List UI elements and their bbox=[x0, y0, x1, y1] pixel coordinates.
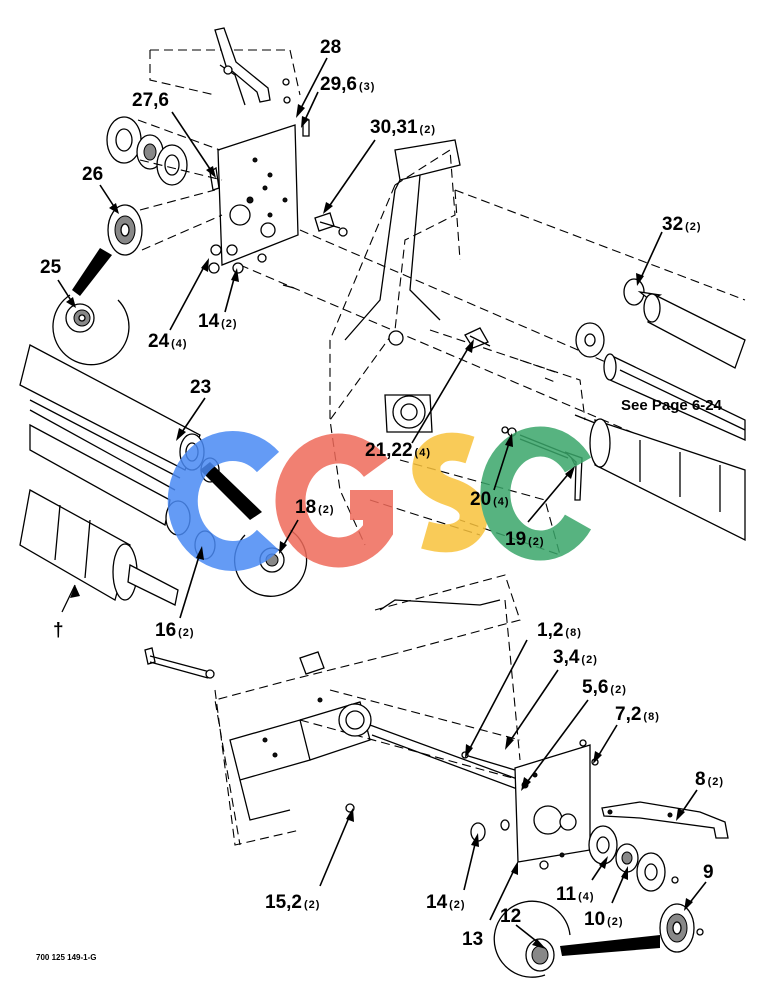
callout-19: 19(2) bbox=[505, 529, 545, 550]
document-id: 700 125 149-1-G bbox=[36, 953, 97, 962]
leader-lines bbox=[57, 57, 707, 949]
lower-mounting-plate bbox=[345, 739, 599, 870]
callout-7-2: 7,2(8) bbox=[615, 704, 660, 725]
crank-rod-left bbox=[144, 647, 325, 679]
lower-frame-outline bbox=[214, 574, 521, 846]
watermark-letter-g-red bbox=[275, 433, 393, 568]
callout-14-upper: 14(2) bbox=[198, 311, 238, 332]
bearing-stack-left bbox=[106, 116, 223, 186]
callout-32: 32(2) bbox=[662, 214, 702, 235]
callout-10: 10(2) bbox=[584, 909, 624, 930]
callout-26: 26 bbox=[82, 164, 103, 185]
cgsc-watermark bbox=[167, 426, 592, 571]
callout-labels: 28 29,6(3) 27,6 30,31(2) 26 32(2) 25 14(… bbox=[36, 37, 724, 962]
callout-28: 28 bbox=[320, 37, 341, 58]
callout-15-2: 15,2(2) bbox=[265, 892, 320, 913]
callout-23: 23 bbox=[190, 377, 211, 398]
lever-arm-8 bbox=[601, 801, 729, 839]
callout-9: 9 bbox=[703, 862, 714, 883]
callout-24: 24(4) bbox=[148, 331, 188, 352]
callout-20: 20(4) bbox=[470, 489, 510, 510]
callout-14-lower: 14(2) bbox=[426, 892, 466, 913]
lower-bearing-stack bbox=[470, 819, 679, 892]
watermark-letter-c-blue bbox=[167, 431, 280, 571]
callout-1-2: 1,2(8) bbox=[537, 620, 582, 641]
watermark-letter-c-green bbox=[480, 426, 592, 561]
detail-circle-25 bbox=[52, 248, 130, 366]
flange-bearing-9 bbox=[659, 903, 704, 953]
callout-13: 13 bbox=[462, 929, 483, 950]
callout-25: 25 bbox=[40, 257, 62, 278]
callout-18: 18(2) bbox=[295, 497, 335, 518]
detail-circle-12 bbox=[493, 900, 660, 978]
callout-16: 16(2) bbox=[155, 620, 195, 641]
callout-21-22: 21,22(4) bbox=[365, 440, 431, 461]
rod-19-and-hardware-20 bbox=[464, 327, 583, 501]
right-roller-assembly bbox=[519, 322, 746, 542]
callout-3-4: 3,4(2) bbox=[553, 647, 598, 668]
upper-mounting-plate bbox=[208, 119, 310, 289]
bushing-32 bbox=[623, 278, 746, 369]
callout-30-31: 30,31(2) bbox=[370, 117, 436, 138]
callout-27-6: 27,6 bbox=[132, 90, 169, 111]
hardware-30-31 bbox=[314, 212, 348, 237]
callout-12: 12 bbox=[500, 906, 521, 927]
upper-frame-outline bbox=[149, 49, 746, 556]
watermark-letter-s-yellow bbox=[412, 432, 488, 553]
callout-29-6: 29,6(3) bbox=[320, 74, 375, 95]
callout-5-6: 5,6(2) bbox=[582, 677, 627, 698]
flange-bearing-26 bbox=[107, 189, 223, 256]
callout-11: 11(4) bbox=[556, 884, 595, 905]
see-page-reference: See Page 6-24 bbox=[621, 397, 723, 414]
dagger-marker: † bbox=[53, 620, 64, 641]
callout-8: 8(2) bbox=[695, 769, 724, 790]
top-lever-bracket bbox=[214, 27, 291, 106]
